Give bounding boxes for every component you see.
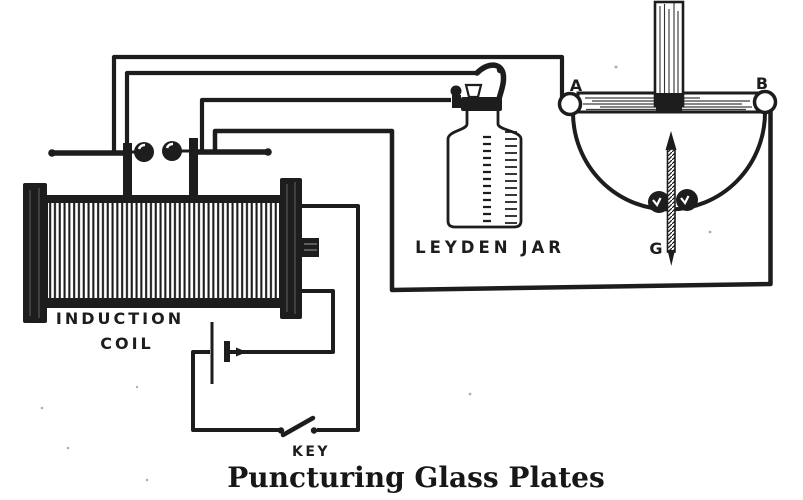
jar-inner-rod-ticks — [483, 135, 491, 223]
paper-specks — [40, 65, 712, 482]
wire-battery-to-coil — [229, 289, 335, 354]
wire-key-to-battery — [191, 350, 279, 432]
support-post-grain — [659, 3, 679, 103]
jar-side-tap-knob — [450, 85, 462, 97]
coil-left-cap — [23, 183, 47, 323]
spark-gap — [48, 138, 272, 198]
gap-ball-highlights — [652, 195, 690, 208]
glass-plate-assembly — [557, 0, 778, 266]
post-bar-junction — [656, 93, 682, 111]
jar-side-tap-stem — [452, 95, 461, 108]
wire-coil-to-terminal-b — [212, 104, 773, 293]
jar-inner-terminal-hook — [474, 62, 507, 102]
right-rod-end-knob — [264, 148, 272, 156]
battery — [210, 322, 230, 384]
needle-shaft — [666, 148, 676, 253]
induction-coil-label-line1: INDUCTION — [56, 309, 184, 328]
coil-knob-texture — [304, 243, 317, 251]
terminal-ball-a — [557, 91, 583, 117]
jar-top-cup — [464, 83, 483, 99]
left-rod-end-knob — [48, 149, 56, 157]
needle-bottom-tip — [667, 250, 675, 266]
spark-gap-right-post — [189, 138, 198, 198]
leyden-jar — [446, 62, 523, 229]
coil-bottom-band — [47, 298, 280, 307]
wire-coil-top-terminal-to-key — [301, 204, 360, 432]
wire-coil-to-jar-outer — [199, 97, 451, 153]
spark-ball-highlights — [137, 142, 174, 150]
gap-label: G — [649, 239, 662, 258]
coil-side-knob — [302, 238, 319, 257]
coil-cap-texture — [29, 182, 296, 318]
terminal-a-label: A — [570, 76, 583, 95]
jar-foil-ticks — [505, 131, 517, 224]
jar-bottle-outline — [446, 111, 523, 229]
jar-lid — [461, 97, 502, 111]
terminal-ball-b — [752, 89, 778, 115]
puncturing-needle — [665, 131, 677, 266]
key-left-contact — [277, 427, 285, 434]
jar-hook-head — [496, 66, 504, 74]
coil-body-windings — [46, 195, 281, 308]
terminal-b-label: B — [756, 74, 768, 93]
key-lever — [280, 415, 316, 438]
key-label: KEY — [292, 444, 330, 460]
figure-caption: Puncturing Glass Plates — [227, 461, 605, 494]
leyden-jar-label: LEYDEN JAR — [415, 238, 565, 257]
wire-coil-to-jar-inner — [124, 70, 477, 145]
primary-wiring — [191, 204, 360, 432]
induction-coil — [23, 178, 319, 323]
current-arrow — [236, 347, 247, 357]
wire-coil-to-terminal-a — [111, 54, 565, 153]
coil-top-band — [47, 196, 280, 203]
key-switch — [277, 415, 318, 438]
coil-right-cap — [280, 178, 302, 319]
key-right-contact — [310, 427, 318, 434]
needle-top-arrow — [665, 131, 677, 150]
spark-gap-left-post — [123, 143, 132, 198]
secondary-wiring — [111, 54, 773, 293]
induction-coil-label-line2: COIL — [100, 334, 154, 353]
